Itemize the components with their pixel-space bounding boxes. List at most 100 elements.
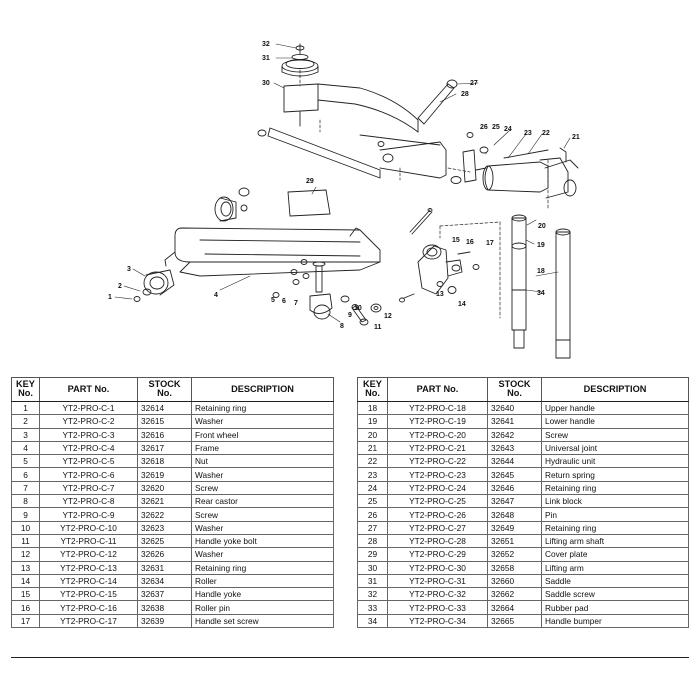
callout-18: 18 xyxy=(537,268,545,275)
cell-description: Hydraulic unit xyxy=(541,454,689,469)
col-header-stock: STOCK No. xyxy=(137,377,192,402)
callout-1: 1 xyxy=(108,294,112,301)
cell-key-no: 22 xyxy=(357,454,388,469)
exploded-parts-diagram: 1 2 3 4 5 6 7 8 9 10 11 12 13 14 15 16 1… xyxy=(108,41,580,359)
cell-stock-no: 32648 xyxy=(487,507,542,522)
cell-part-no: YT2-PRO-C-2 xyxy=(39,414,138,429)
col-header-stock: STOCK No. xyxy=(487,377,542,402)
cell-description: Link block xyxy=(541,494,689,509)
cell-description: Retaining ring xyxy=(541,520,689,535)
front-wheel xyxy=(133,269,175,302)
cell-key-no: 34 xyxy=(357,613,388,629)
cell-part-no: YT2-PRO-C-13 xyxy=(39,560,138,575)
cover-plate xyxy=(287,189,331,217)
col-header-key: KEY No. xyxy=(11,377,40,402)
lifting-arm xyxy=(283,83,419,133)
col-header-key: KEY No. xyxy=(357,377,388,402)
callout-11: 11 xyxy=(374,324,382,331)
table-header-row: KEY No. PART No. STOCK No. DESCRIPTION xyxy=(11,377,334,402)
upper-handle xyxy=(555,228,571,359)
callout-16: 16 xyxy=(466,239,474,246)
cell-key-no: 12 xyxy=(11,547,40,562)
cell-description: Washer xyxy=(191,414,334,429)
cell-key-no: 27 xyxy=(357,520,388,535)
cell-key-no: 2 xyxy=(11,414,40,429)
long-bolt xyxy=(409,208,433,235)
cell-part-no: YT2-PRO-C-4 xyxy=(39,440,138,456)
callout-5: 5 xyxy=(271,297,275,304)
cell-stock-no: 32615 xyxy=(137,414,192,429)
cell-stock-no: 32637 xyxy=(137,587,192,602)
cell-description: Universal joint xyxy=(541,440,689,456)
cell-part-no: YT2-PRO-C-10 xyxy=(39,520,138,535)
cell-description: Saddle xyxy=(541,573,689,589)
cell-part-no: YT2-PRO-C-28 xyxy=(387,533,488,549)
cell-key-no: 20 xyxy=(357,427,388,442)
cell-key-no: 31 xyxy=(357,573,388,589)
cell-description: Rear castor xyxy=(191,494,334,509)
cell-part-no: YT2-PRO-C-21 xyxy=(387,440,488,456)
callout-19: 19 xyxy=(537,242,545,249)
cell-part-no: YT2-PRO-C-25 xyxy=(387,494,488,509)
cell-part-no: YT2-PRO-C-14 xyxy=(39,573,138,589)
cell-stock-no: 32646 xyxy=(487,480,542,496)
callout-29: 29 xyxy=(306,178,314,185)
cell-part-no: YT2-PRO-C-33 xyxy=(387,600,488,615)
cell-key-no: 10 xyxy=(11,520,40,535)
cell-stock-no: 32614 xyxy=(137,400,192,416)
col-header-description: DESCRIPTION xyxy=(191,377,334,402)
cell-key-no: 14 xyxy=(11,573,40,589)
cell-stock-no: 32640 xyxy=(487,400,542,416)
cell-key-no: 30 xyxy=(357,560,388,575)
parts-table-left: KEY No. PART No. STOCK No. DESCRIPTION 1… xyxy=(11,377,334,629)
callout-3: 3 xyxy=(127,266,131,273)
cell-key-no: 6 xyxy=(11,467,40,482)
cell-description: Screw xyxy=(191,480,334,496)
cell-part-no: YT2-PRO-C-20 xyxy=(387,427,488,442)
callout-27: 27 xyxy=(470,80,478,87)
rear-wheel xyxy=(214,187,250,222)
cell-stock-no: 32647 xyxy=(487,494,542,509)
bottom-divider xyxy=(11,657,689,658)
cell-stock-no: 32622 xyxy=(137,507,192,522)
cell-part-no: YT2-PRO-C-16 xyxy=(39,600,138,615)
cell-description: Handle yoke xyxy=(191,587,334,602)
cell-part-no: YT2-PRO-C-18 xyxy=(387,400,488,416)
cell-key-no: 18 xyxy=(357,400,388,416)
cell-description: Rubber pad xyxy=(541,600,689,615)
cell-key-no: 33 xyxy=(357,600,388,615)
cell-description: Lifting arm shaft xyxy=(541,533,689,549)
cell-stock-no: 32660 xyxy=(487,573,542,589)
callout-21: 21 xyxy=(572,134,580,141)
cell-description: Retaining ring xyxy=(191,400,334,416)
cell-stock-no: 32625 xyxy=(137,533,192,549)
cell-stock-no: 32616 xyxy=(137,427,192,442)
cell-stock-no: 32644 xyxy=(487,454,542,469)
cell-part-no: YT2-PRO-C-32 xyxy=(387,587,488,602)
cell-key-no: 1 xyxy=(11,400,40,416)
callout-31: 31 xyxy=(262,55,270,62)
col-header-part: PART No. xyxy=(387,377,488,402)
callout-32: 32 xyxy=(262,41,270,48)
cell-key-no: 8 xyxy=(11,494,40,509)
callout-13: 13 xyxy=(436,291,444,298)
cell-stock-no: 32649 xyxy=(487,520,542,535)
cell-description: Handle yoke bolt xyxy=(191,533,334,549)
cell-part-no: YT2-PRO-C-31 xyxy=(387,573,488,589)
cell-part-no: YT2-PRO-C-17 xyxy=(39,613,138,629)
cell-part-no: YT2-PRO-C-27 xyxy=(387,520,488,535)
cell-part-no: YT2-PRO-C-22 xyxy=(387,454,488,469)
